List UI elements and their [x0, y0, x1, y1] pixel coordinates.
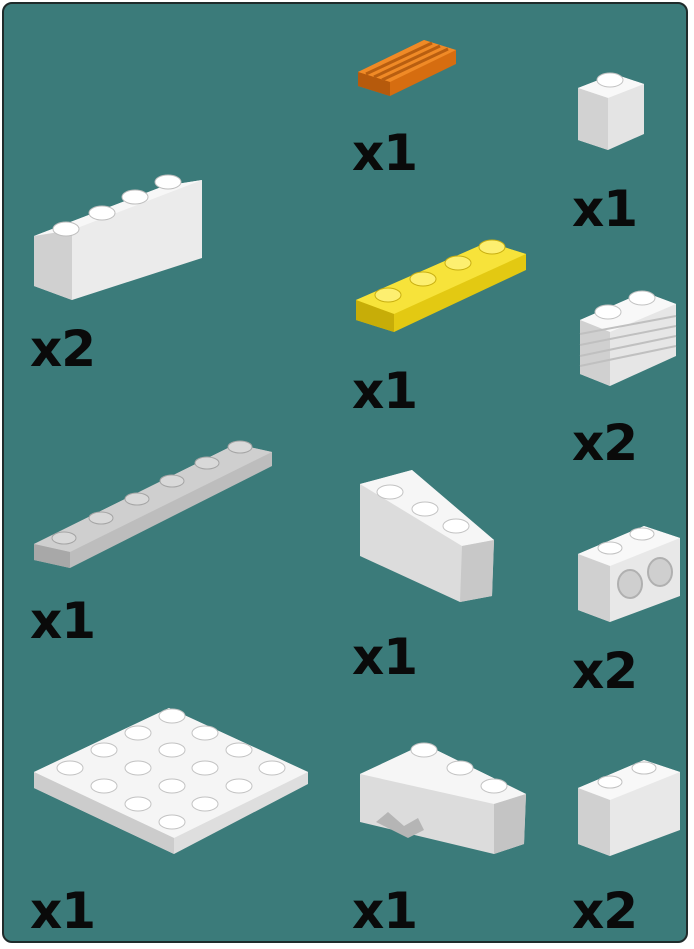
part-count: x2: [572, 886, 637, 936]
white-1x2-brick-icon: [4, 4, 688, 943]
